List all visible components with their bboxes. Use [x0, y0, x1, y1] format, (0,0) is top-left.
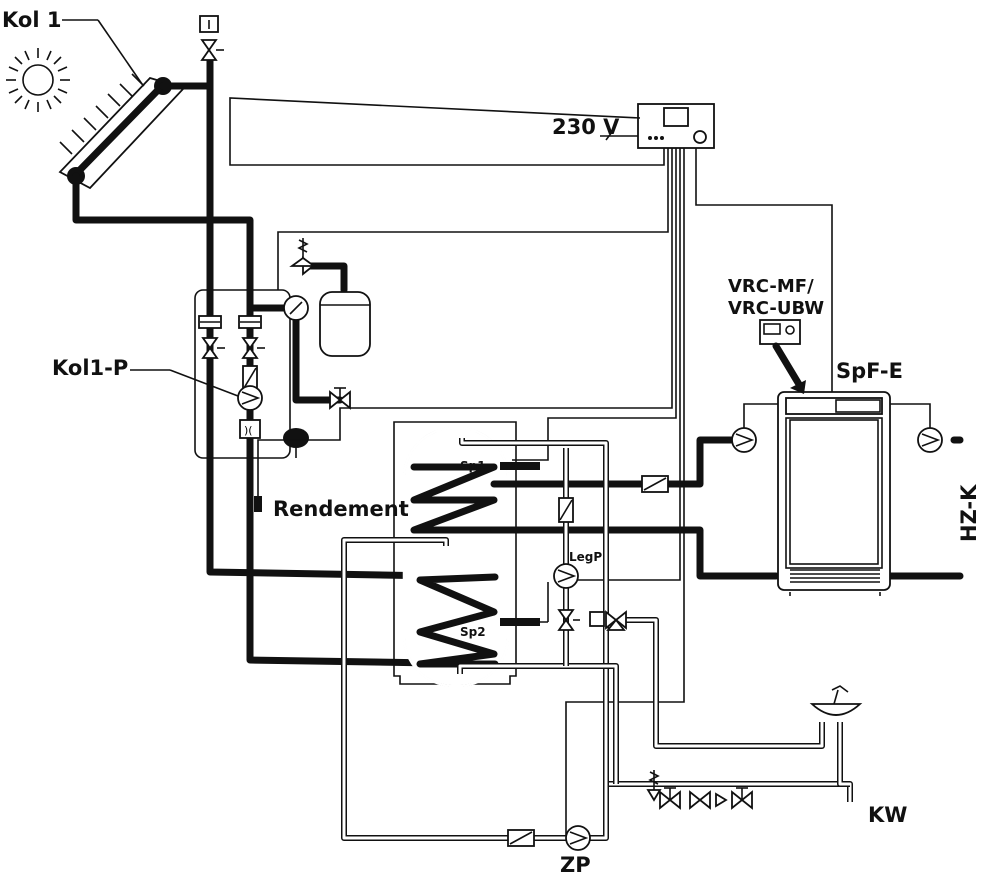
- solar-collector: [58, 76, 186, 190]
- kol1p-label: Kol1-P: [52, 356, 128, 380]
- lower-coil: [416, 573, 499, 668]
- drain-valve-icon: [329, 387, 351, 410]
- boiler-unit: [777, 391, 891, 596]
- kol1-label: Kol 1: [2, 8, 61, 32]
- zp-label: ZP: [560, 853, 591, 877]
- rendement-sensor: [254, 496, 262, 512]
- heating-pipes: [490, 436, 964, 580]
- zp-check-valve-icon: [507, 829, 535, 847]
- legionella-pump-icon: [553, 563, 579, 589]
- expansion-vessel-icon: [319, 291, 371, 357]
- pressure-gauge-icon: [283, 295, 309, 321]
- sp1-label: Sp1: [460, 459, 486, 473]
- rendement-label: Rendement: [273, 497, 409, 521]
- leg-check-valve-icon: [558, 497, 574, 523]
- air-vent-icon: [199, 15, 224, 61]
- boiler-pump-right-icon: [917, 427, 943, 453]
- shutoff-valve-icon: [198, 315, 225, 359]
- sunray-arrows: [59, 73, 145, 155]
- voltage-label: 230 V: [552, 115, 620, 139]
- boiler-pump-left-icon: [731, 427, 757, 453]
- cold-water-valves: [646, 770, 753, 810]
- kol1p-leader: [169, 369, 239, 397]
- sp2-label: Sp2: [460, 625, 486, 639]
- hzk-label: HZ-K: [957, 484, 981, 542]
- shutoff-valve-icon: [238, 315, 265, 359]
- leg-valve-icon: [557, 609, 580, 631]
- svg-text:)(: )(: [244, 424, 253, 437]
- spfe-label: SpF-E: [836, 359, 903, 383]
- safety-valve-icon: [289, 238, 317, 276]
- dhw-pipes: [341, 438, 853, 841]
- sp2-sensor: [500, 618, 540, 626]
- hot-water-cylinder: [393, 421, 517, 688]
- legp-label: LegP: [569, 550, 602, 564]
- mixing-valve-icon: [589, 610, 627, 631]
- upper-coil: [410, 463, 498, 534]
- circulation-pump-icon: [565, 825, 591, 851]
- vrc-label-2: VRC-UBW: [728, 298, 824, 319]
- collector-bulb-icon: [283, 428, 309, 458]
- sp1-sensor: [500, 462, 540, 470]
- vrc-controller-icon: [759, 319, 806, 394]
- solar-controller: [637, 103, 715, 149]
- heating-check-valve-icon: [641, 475, 669, 493]
- kw-label: KW: [868, 803, 907, 827]
- solar-pump-icon: [237, 385, 263, 411]
- washbasin-icon: [809, 685, 863, 716]
- sun-icon: [6, 48, 70, 112]
- vrc-label-1: VRC-MF/: [728, 276, 814, 297]
- solar-loop-pipes: [72, 56, 499, 668]
- control-wires: [229, 97, 833, 838]
- flow-meter-icon: )(: [239, 419, 261, 439]
- pump-station-box: [194, 289, 291, 459]
